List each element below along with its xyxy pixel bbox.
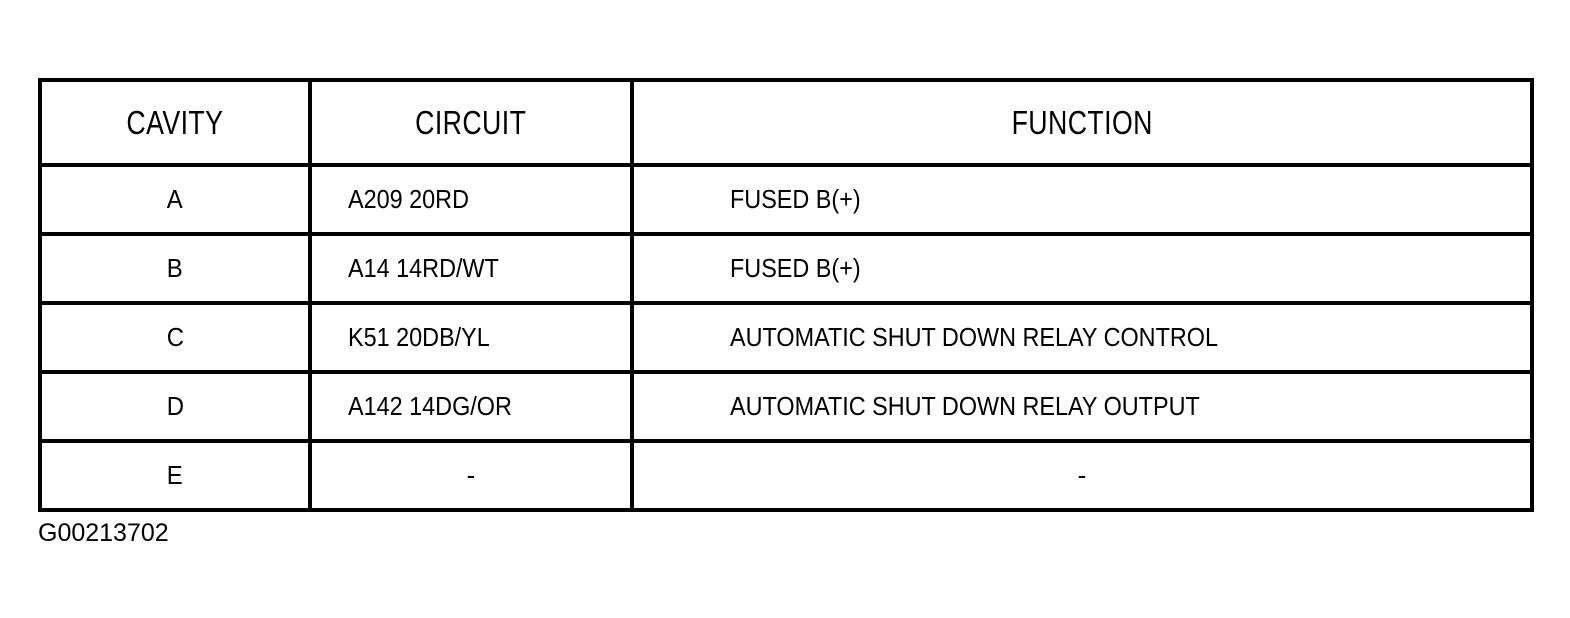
column-header-circuit-label: CIRCUIT bbox=[415, 104, 527, 141]
table-row: D A142 14DG/OR AUTOMATIC SHUT DOWN RELAY… bbox=[38, 370, 1534, 443]
column-header-circuit: CIRCUIT bbox=[327, 78, 615, 167]
cavity-value: A bbox=[167, 184, 183, 214]
cavity-value: C bbox=[166, 322, 184, 352]
circuit-value: A14 14RD/WT bbox=[348, 253, 499, 283]
cell-function: - bbox=[630, 439, 1534, 512]
table-header-row: CAVITY CIRCUIT FUNCTION bbox=[40, 78, 1532, 167]
connector-pinout-table: CAVITY CIRCUIT FUNCTION A A209 20RD bbox=[38, 78, 1534, 512]
cell-cavity: E bbox=[38, 439, 312, 512]
cell-circuit: A142 14DG/OR bbox=[308, 370, 634, 443]
cell-circuit: A14 14RD/WT bbox=[308, 232, 634, 305]
cell-cavity: D bbox=[38, 370, 312, 443]
figure-id-caption: G00213702 bbox=[38, 519, 169, 547]
cell-circuit: - bbox=[308, 439, 634, 512]
cell-function: AUTOMATIC SHUT DOWN RELAY CONTROL bbox=[630, 301, 1534, 374]
cell-circuit: A209 20RD bbox=[308, 163, 634, 236]
function-value: FUSED B(+) bbox=[730, 253, 861, 283]
circuit-value: K51 20DB/YL bbox=[348, 322, 490, 352]
circuit-value: A142 14DG/OR bbox=[348, 391, 512, 421]
function-value: AUTOMATIC SHUT DOWN RELAY OUTPUT bbox=[730, 391, 1200, 421]
cavity-value: B bbox=[167, 253, 183, 283]
table-row: E - - bbox=[38, 439, 1534, 512]
table-row: A A209 20RD FUSED B(+) bbox=[38, 163, 1534, 236]
cell-cavity: B bbox=[38, 232, 312, 305]
function-value: - bbox=[1077, 460, 1087, 490]
column-header-function: FUNCTION bbox=[684, 78, 1480, 167]
function-value: AUTOMATIC SHUT DOWN RELAY CONTROL bbox=[730, 322, 1218, 352]
column-header-cavity-label: CAVITY bbox=[126, 104, 224, 141]
function-value: FUSED B(+) bbox=[730, 184, 861, 214]
cell-function: AUTOMATIC SHUT DOWN RELAY OUTPUT bbox=[630, 370, 1534, 443]
cell-circuit: K51 20DB/YL bbox=[308, 301, 634, 374]
cell-cavity: C bbox=[38, 301, 312, 374]
cavity-value: E bbox=[167, 460, 183, 490]
circuit-value: - bbox=[466, 460, 476, 490]
column-header-function-label: FUNCTION bbox=[1011, 104, 1153, 141]
cell-cavity: A bbox=[38, 163, 312, 236]
circuit-value: A209 20RD bbox=[348, 184, 469, 214]
cavity-value: D bbox=[166, 391, 184, 421]
cell-function: FUSED B(+) bbox=[630, 163, 1534, 236]
table-row: C K51 20DB/YL AUTOMATIC SHUT DOWN RELAY … bbox=[38, 301, 1534, 374]
table-row: B A14 14RD/WT FUSED B(+) bbox=[38, 232, 1534, 305]
cell-function: FUSED B(+) bbox=[630, 232, 1534, 305]
column-header-cavity: CAVITY bbox=[54, 78, 296, 167]
